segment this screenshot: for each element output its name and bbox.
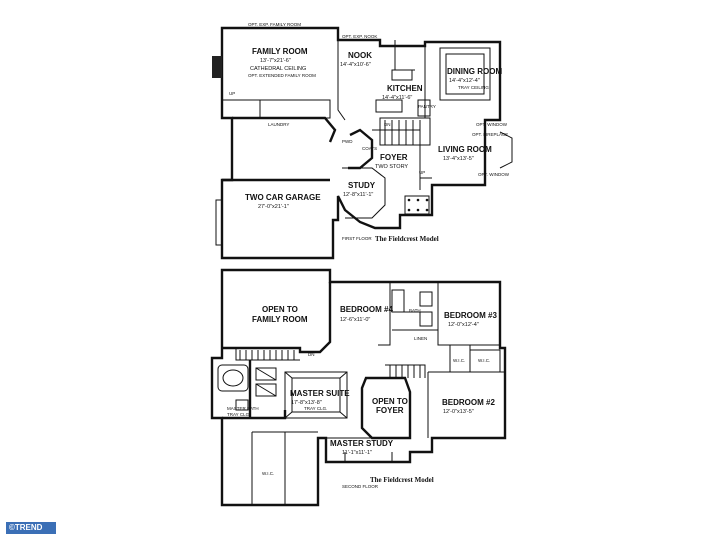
trend-watermark: ©TREND	[6, 522, 56, 534]
dining-room-dims: 14'-4"x12'-4"	[449, 78, 480, 84]
stair-down-label-2: DN	[308, 352, 315, 357]
opt-expanded-family-room-note: OPT. EXP. FAMILY ROOM	[248, 22, 301, 27]
coats-label: COATS	[362, 146, 377, 151]
foyer-subtitle: TWO STORY	[375, 164, 408, 170]
foyer-name: FOYER	[380, 153, 408, 162]
bedroom-3-dims: 12'-0"x12'-4"	[448, 322, 479, 328]
second-floor-plan: OPEN TO FAMILY ROOM BEDROOM #4 12'-6"x11…	[210, 268, 507, 507]
opt-window-label-2: OPT. WINDOW	[478, 172, 510, 177]
laundry-label: LAUNDRY	[268, 122, 289, 127]
open-to-foyer-line1: OPEN TO	[372, 397, 408, 406]
opt-fireplace-label: OPT. FIREPLACE	[472, 132, 508, 137]
family-room-name: FAMILY ROOM	[252, 47, 308, 56]
master-study-dims: 11'-1"x11'-1"	[342, 450, 372, 456]
first-floor-plan: OPT. EXP. FAMILY ROOM OPT. EXP. NOOK FAM…	[212, 22, 513, 260]
bedroom-4-name: BEDROOM #4	[340, 305, 393, 314]
second-floor-outline	[210, 268, 507, 507]
bedroom-4-dims: 12'-6"x11'-0"	[340, 317, 370, 323]
bath-label: BATH	[409, 308, 421, 313]
family-room-ceiling-note: CATHEDRAL CEILING	[250, 66, 306, 72]
pantry-label: PANTRY	[418, 104, 436, 109]
nook-name: NOOK	[348, 51, 372, 60]
bedroom-2-closet-label: W.I.C.	[453, 358, 465, 363]
open-to-family-room-line2: FAMILY ROOM	[252, 315, 308, 324]
kitchen-dims: 14'-4"x11'-6"	[382, 95, 412, 101]
stair-up-label: UP	[419, 170, 425, 175]
opt-window-label: OPT. WINDOW	[476, 122, 508, 127]
bedroom-2-name: BEDROOM #2	[442, 398, 495, 407]
bedroom-3-closet-label: W.I.C.	[478, 358, 490, 363]
bedroom-2-dims: 12'-0"x13'-5"	[443, 409, 474, 415]
living-room-dims: 13'-4"x13'-5"	[443, 156, 474, 162]
family-room-dims: 13'-7"x21'-6"	[260, 58, 291, 64]
master-suite-name: MASTER SUITE	[290, 389, 350, 398]
stair-down-label: DN	[384, 122, 391, 127]
up-label: UP	[229, 91, 235, 96]
nook-dims: 14'-4"x10'-6"	[340, 62, 371, 68]
linen-label: LINEN	[414, 336, 427, 341]
master-bath-label: MASTER BATH	[227, 406, 259, 411]
garage-name: TWO CAR GARAGE	[245, 193, 321, 202]
study-name: STUDY	[348, 181, 376, 190]
bedroom-3-name: BEDROOM #3	[444, 311, 497, 320]
open-to-family-room-line1: OPEN TO	[262, 305, 298, 314]
master-suite-dims: 17'-8"x13'-8"	[291, 400, 322, 406]
second-floor-caption: The Fieldcrest Model	[370, 476, 434, 484]
open-to-foyer-line2: FOYER	[376, 406, 404, 415]
kitchen-name: KITCHEN	[387, 84, 423, 93]
fireplace-block	[212, 56, 222, 78]
garage-dims: 27'-0"x21'-1"	[258, 204, 289, 210]
master-closet-label: W.I.C.	[262, 471, 274, 476]
study-dims: 12'-8"x11'-1"	[343, 192, 373, 198]
opt-expanded-nook-note: OPT. EXP. NOOK	[342, 34, 377, 39]
master-bath-ceiling-label: TRAY CLG.	[227, 412, 250, 417]
living-room-name: LIVING ROOM	[438, 145, 492, 154]
first-floor-outline	[220, 26, 502, 260]
dining-room-name: DINING ROOM	[447, 67, 502, 76]
powder-room-label: PWD	[342, 139, 353, 144]
master-suite-ceiling-note: TRAY CLG.	[304, 406, 327, 411]
family-room-option-note: OPT. EXTENDED FAMILY ROOM	[248, 73, 316, 78]
master-study-name: MASTER STUDY	[330, 439, 394, 448]
dining-room-ceiling-note: TRAY CEILING	[458, 85, 489, 90]
first-floor-caption: The Fieldcrest Model	[375, 235, 439, 243]
first-floor-tag: FIRST FLOOR	[342, 236, 372, 241]
second-floor-tag: SECOND FLOOR	[342, 484, 379, 489]
